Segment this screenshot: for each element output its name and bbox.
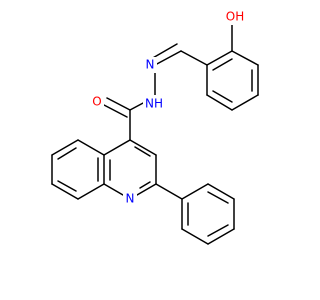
bond <box>129 101 146 111</box>
bond-inner <box>207 191 229 204</box>
bond <box>51 183 79 200</box>
bond <box>150 43 178 60</box>
hydrazone-n-label: N <box>146 58 155 72</box>
bond <box>103 183 124 196</box>
bond <box>129 139 157 156</box>
bond <box>206 50 233 66</box>
molecule-diagram: OH N NH O N <box>51 9 259 245</box>
bond <box>103 139 131 156</box>
bond <box>207 228 235 245</box>
bond <box>154 50 182 66</box>
bond <box>181 228 209 245</box>
bond <box>155 183 183 200</box>
bonds-group <box>51 24 259 245</box>
hydrazone-nh-label: NH <box>145 97 163 111</box>
bond-inner <box>134 146 151 157</box>
bond <box>103 104 128 118</box>
bond <box>77 139 105 156</box>
bond-inner <box>212 90 233 103</box>
bond <box>231 50 259 66</box>
bond <box>77 183 105 200</box>
bond-inner <box>207 224 229 237</box>
bond-inner <box>57 180 77 192</box>
bond-inner <box>57 147 77 160</box>
bond <box>207 183 235 200</box>
bond <box>136 183 157 196</box>
bond <box>51 139 79 156</box>
bond-inner <box>139 181 151 189</box>
quinoline-n-label: N <box>126 192 135 206</box>
hydroxyl-oxygen-label: OH <box>226 10 244 24</box>
atom-labels: OH N NH O N <box>90 9 244 207</box>
bond <box>181 183 209 200</box>
bond-inner <box>212 58 233 71</box>
molecule-svg: OH N NH O N <box>51 9 259 245</box>
bond <box>206 94 233 111</box>
carbonyl-oxygen-label: O <box>92 95 101 109</box>
bond <box>106 97 131 111</box>
bond <box>231 94 259 111</box>
bond <box>180 50 208 66</box>
